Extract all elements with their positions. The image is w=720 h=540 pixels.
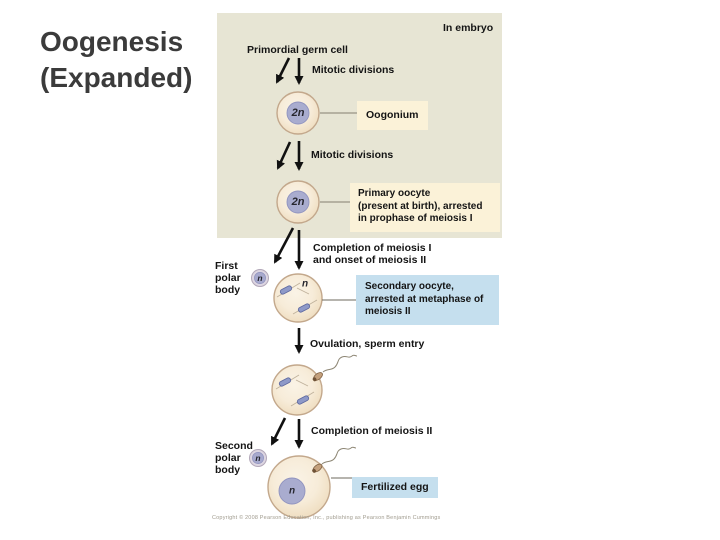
- primary-oocyte-ploidy-label: 2n: [291, 196, 305, 208]
- ovulation-label: Ovulation, sperm entry: [310, 338, 425, 350]
- secondary-oocyte-ploidy-label: n: [301, 278, 309, 290]
- second-polar-body-label-line-2: polar: [215, 451, 241, 464]
- copyright-line: Copyright © 2008 Pearson Education, Inc.…: [212, 515, 441, 521]
- secondary-oocyte-label-box: Secondary oocyte, arrested at metaphase …: [356, 275, 499, 325]
- first-polar-body-cell: [251, 269, 269, 287]
- sperm-icon: [312, 446, 357, 473]
- secondary-oocyte-label-line-1: Secondary oocyte,: [365, 281, 454, 292]
- first-polar-body-label-line-2: polar: [215, 271, 241, 284]
- down-left-arrow-icon: [270, 417, 287, 446]
- second-polar-body-label-line-3: body: [215, 463, 241, 476]
- ovulated-egg-cell: [271, 364, 323, 416]
- secondary-oocyte-cell: [273, 273, 323, 323]
- meiosis-2-label: Completion of meiosis II: [311, 425, 433, 437]
- slide-title: Oogenesis (Expanded): [40, 24, 192, 96]
- second-polar-body-cell: [249, 449, 267, 467]
- oogonium-cell: [276, 91, 320, 135]
- second-polar-body-label: Second polar body: [215, 440, 253, 476]
- first-polar-body-label: First polar body: [215, 260, 241, 296]
- fertilized-egg-ploidy-label: n: [288, 485, 296, 497]
- mitotic-divisions-label-2: Mitotic divisions: [311, 149, 394, 161]
- meiosis-1-label: Completion of meiosis I and onset of mei…: [313, 242, 432, 267]
- first-polar-body-label-line-3: body: [215, 283, 241, 296]
- meiosis-1-label-line-2: and onset of meiosis II: [313, 253, 427, 266]
- meiosis-2-arrows: [270, 417, 304, 449]
- fertilized-egg-label-box: Fertilized egg: [352, 477, 438, 498]
- down-left-arrow-icon: [275, 57, 291, 84]
- first-polar-body-ploidy-label: n: [257, 273, 263, 283]
- oogonium-ploidy-label: 2n: [291, 107, 305, 119]
- down-left-arrow-icon: [273, 227, 295, 264]
- sperm-icon: [312, 354, 358, 382]
- meiosis-1-label-line-1: Completion of meiosis I: [313, 242, 432, 254]
- down-left-arrow-icon: [276, 141, 292, 170]
- slide-title-line-2: (Expanded): [40, 62, 193, 93]
- primary-oocyte-cell: [276, 180, 320, 224]
- mitotic-division-arrows-2: [276, 141, 304, 171]
- primary-oocyte-label-box: Primary oocyte (present at birth), arres…: [350, 183, 500, 232]
- primary-oocyte-label-line-1: Primary oocyte: [358, 188, 431, 199]
- oogonium-label-box: Oogonium: [357, 101, 428, 130]
- first-polar-body-label-line-1: First: [215, 260, 238, 272]
- meiosis-1-arrows: [273, 227, 304, 270]
- chromosome-icon: [279, 285, 311, 313]
- in-embryo-label: In embryo: [443, 22, 494, 34]
- chromosome-icon: [278, 377, 310, 405]
- mitotic-divisions-label-1: Mitotic divisions: [312, 64, 395, 76]
- secondary-oocyte-label-line-2: arrested at metaphase of: [365, 293, 484, 305]
- primary-oocyte-label-line-2: (present at birth), arrested: [358, 200, 483, 212]
- primary-oocyte-label-line-3: in prophase of meiosis I: [358, 213, 473, 225]
- primordial-germ-cell-label: Primordial germ cell: [247, 44, 348, 56]
- second-polar-body-ploidy-label: n: [255, 453, 261, 463]
- second-polar-body-label-line-1: Second: [215, 440, 253, 452]
- mitotic-division-arrows-1: [275, 57, 304, 85]
- slide-title-line-1: Oogenesis: [40, 26, 184, 57]
- secondary-oocyte-label-line-3: meiosis II: [365, 306, 411, 318]
